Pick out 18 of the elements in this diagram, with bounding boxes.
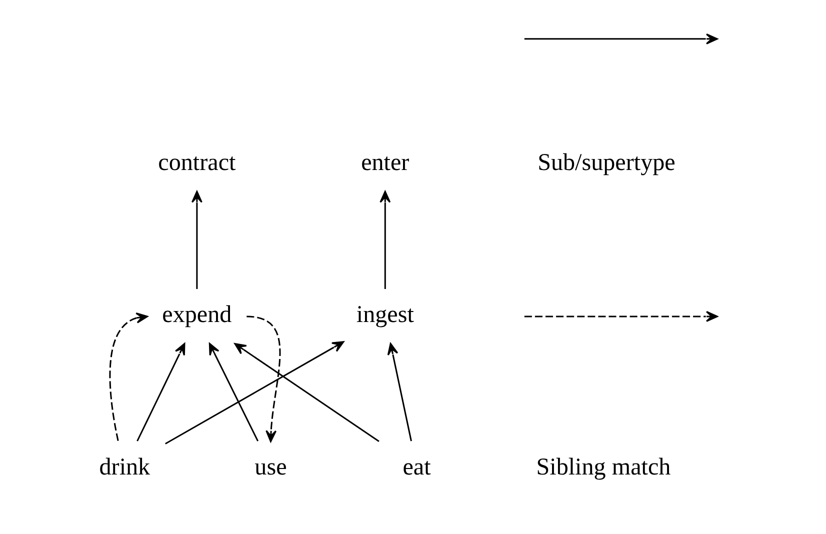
legend-label: Sibling match [536,454,671,480]
node-text: eat [402,454,431,480]
arrow [208,342,259,442]
arrow [234,343,380,442]
node-text: drink [99,454,150,480]
node-text: enter [361,150,410,176]
arrow [387,342,412,442]
arrow [191,190,202,289]
node-text: expend [162,302,232,328]
legend-label: Sub/supertype [538,150,676,176]
node-text: contract [158,150,236,176]
arrow [380,190,391,289]
node-text: ingest [356,302,414,328]
node-text: use [254,454,287,480]
arrow [246,316,281,442]
arrow [109,312,148,441]
arrow [165,341,344,444]
arrow [136,342,186,442]
